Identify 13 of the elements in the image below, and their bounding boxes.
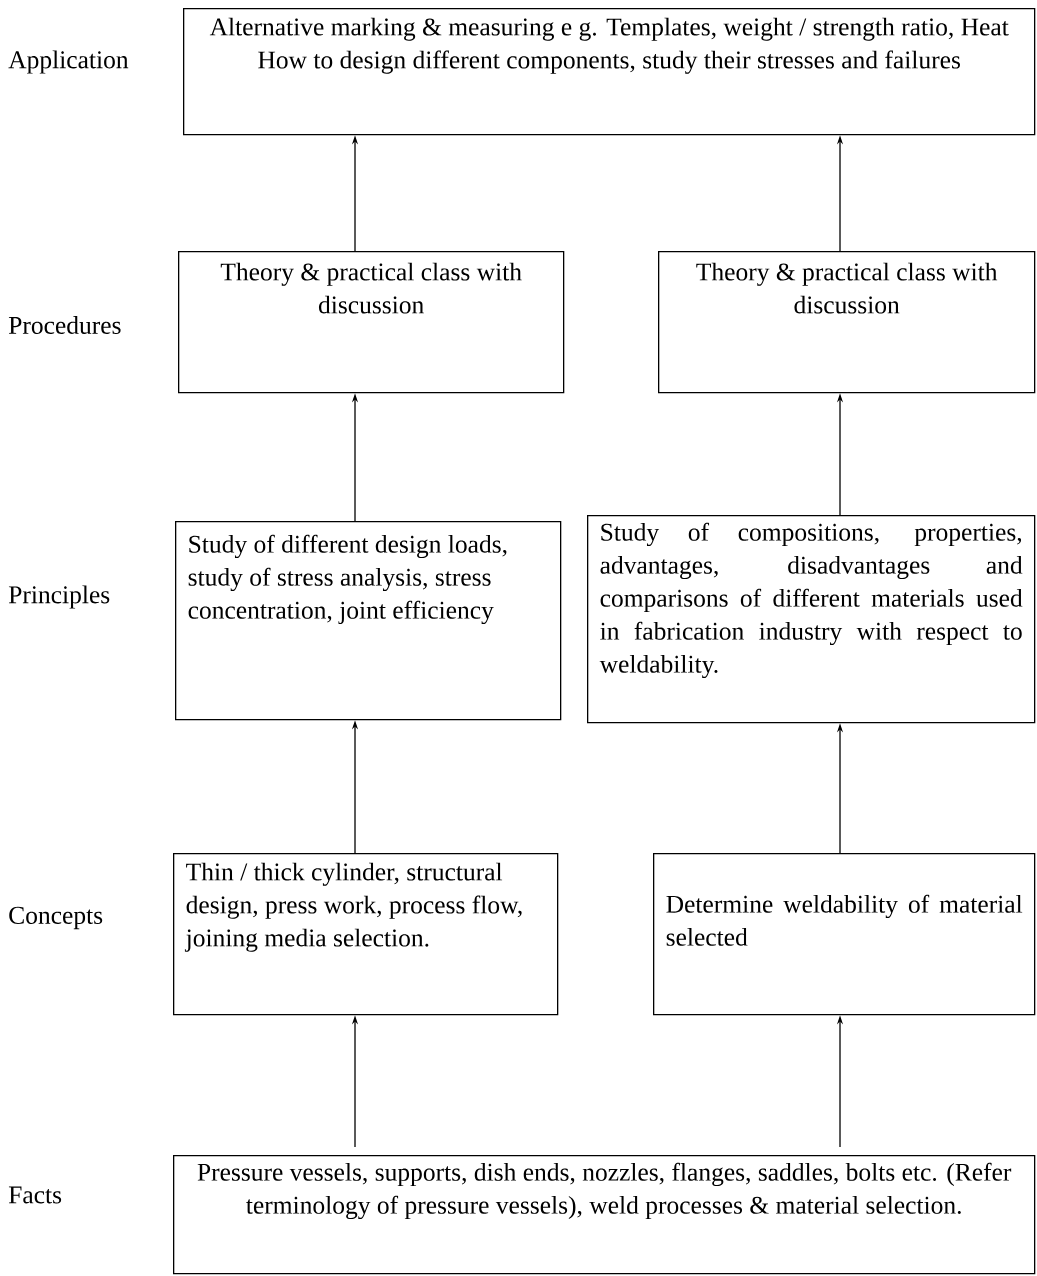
- row-label: Principles: [8, 585, 110, 609]
- row-label: Application: [8, 50, 129, 74]
- text-box: Study of different design loads, study of stress analysis, stress concentration, joint efficiency: [175, 521, 562, 721]
- text-box: Thin / thick cylinder, structural design, press work, process flow, joining media selection.: [173, 853, 559, 1016]
- text-box: Alternative marking & measuring e g. Templates, weight / strength ratio, Heat How to design different components, study their stresses and failures: [183, 8, 1036, 136]
- row-label: Procedures: [8, 316, 121, 334]
- text-box: Theory & practical class with discussion: [178, 251, 565, 394]
- text-box: Determine weldability of material selected: [653, 853, 1036, 1016]
- text-box: Pressure vessels, supports, dish ends, nozzles, flanges, saddles, bolts etc. (Refer terminology of pressure vessels), weld processes & material selection.: [173, 1155, 1036, 1275]
- row-label: Concepts: [9, 906, 103, 930]
- row-label: Facts: [8, 1186, 62, 1204]
- text-box: Study of compositions, properties, advantages, disadvantages and comparisons of different materials used in fabrication industry with respect to weldability.: [587, 515, 1036, 724]
- text-box: Theory & practical class with discussion: [658, 251, 1036, 394]
